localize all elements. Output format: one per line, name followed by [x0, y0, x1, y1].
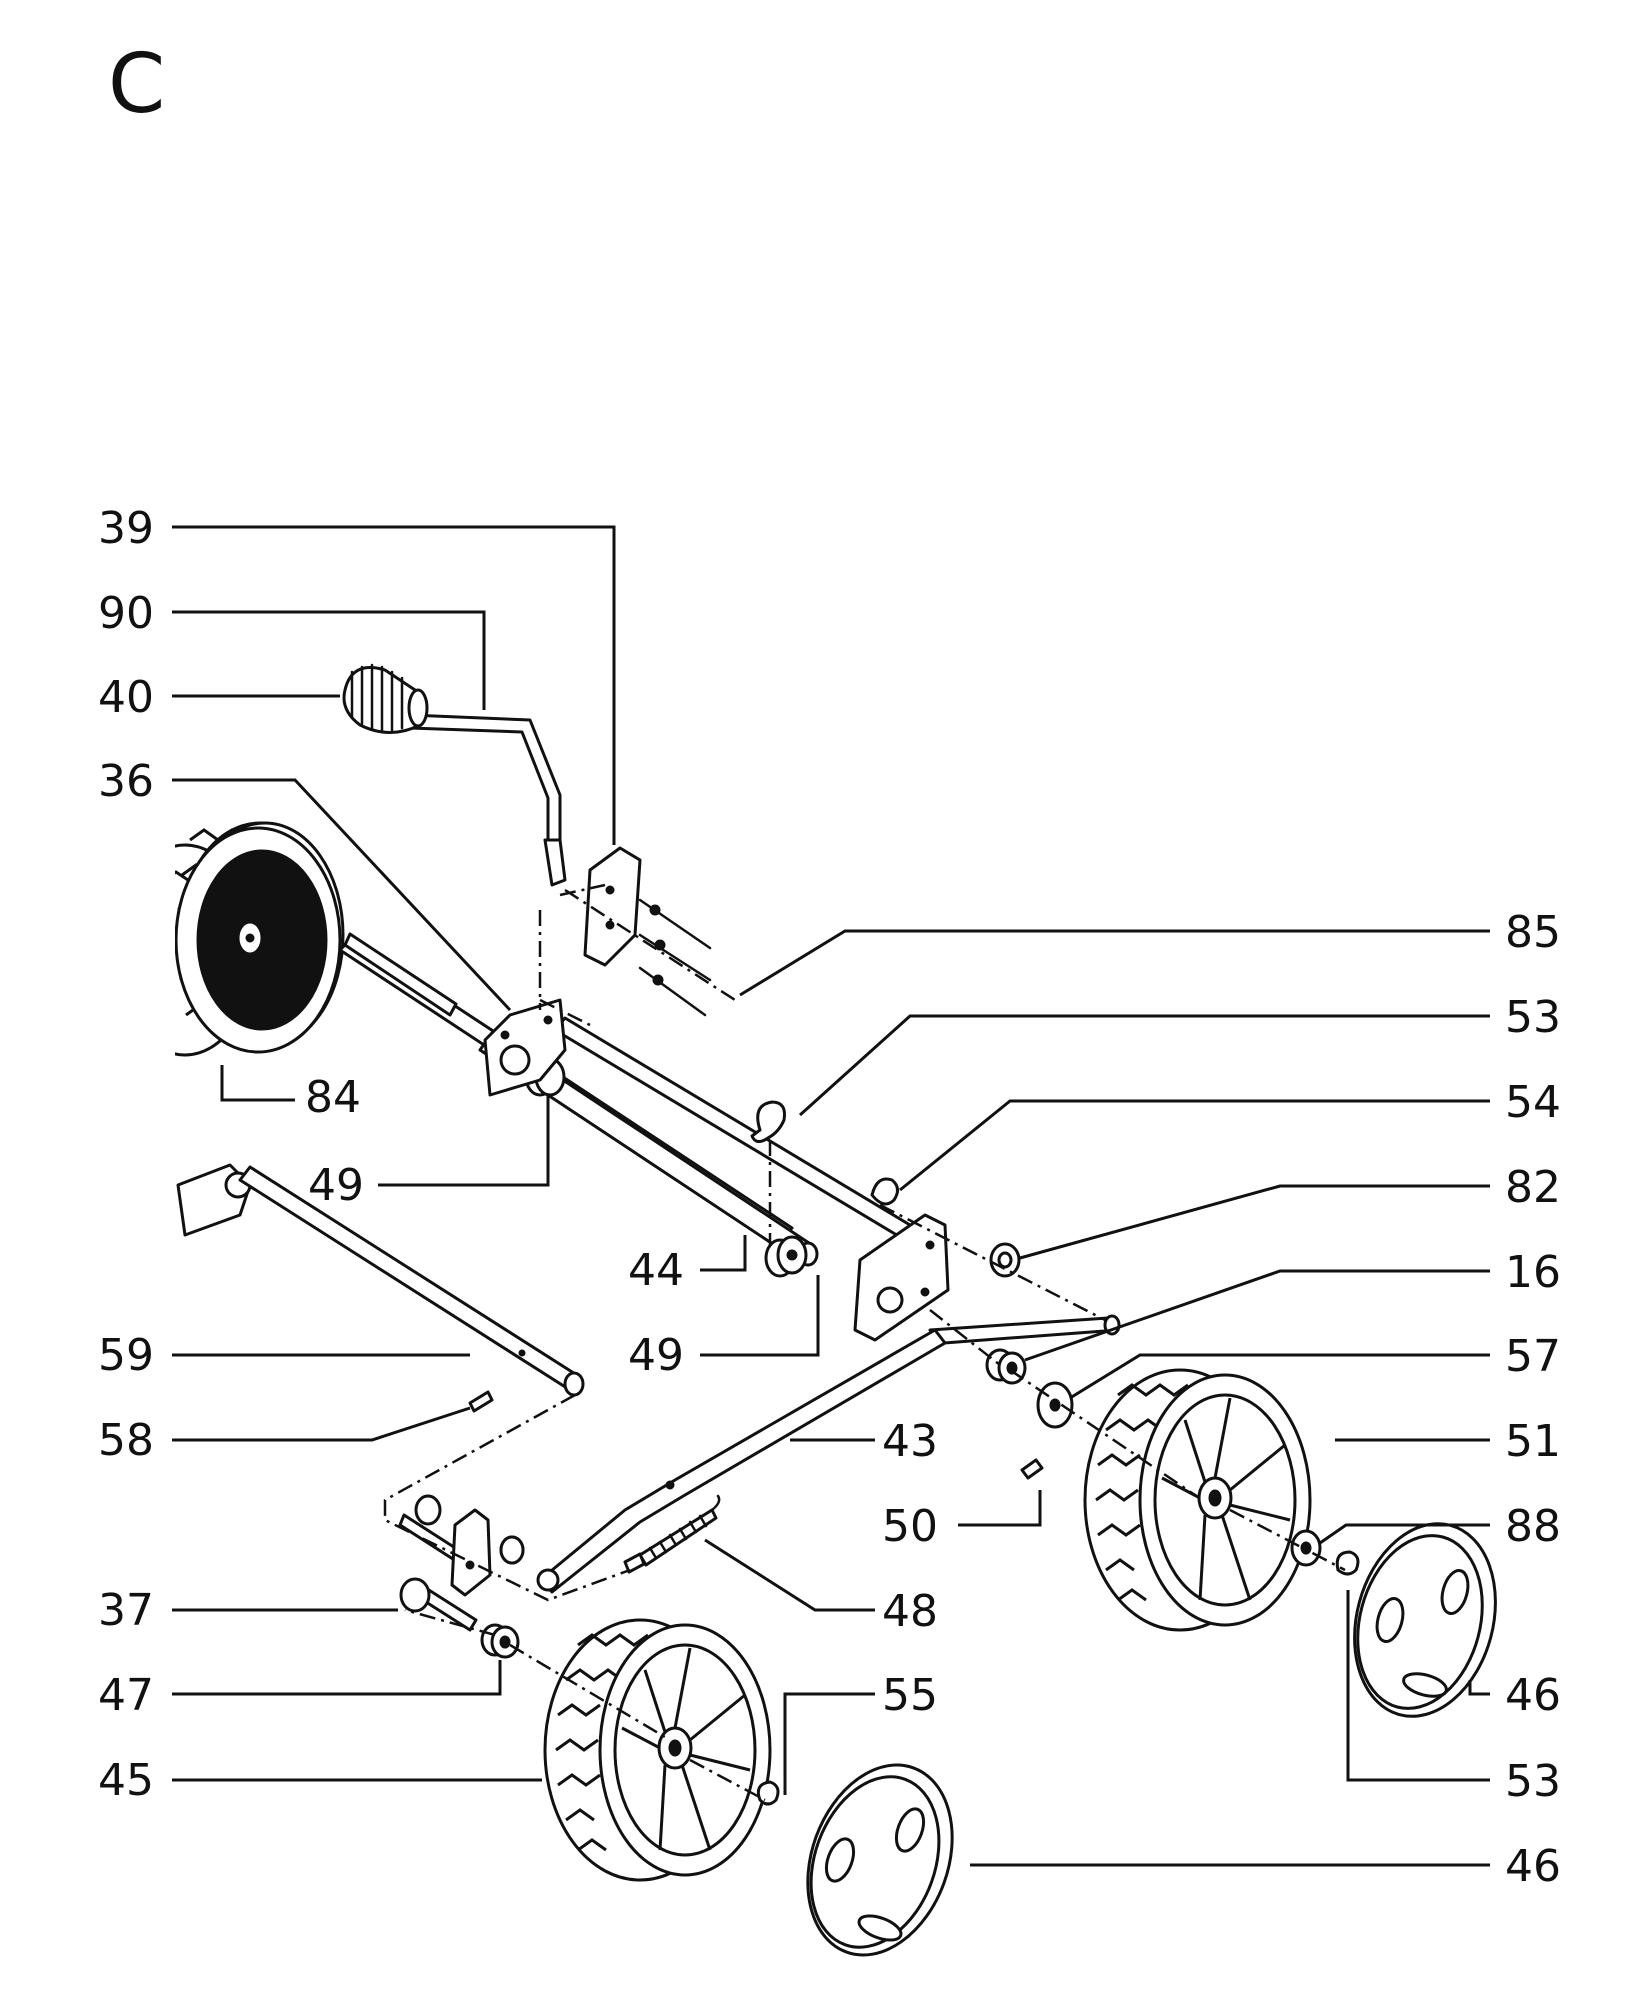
hub-cap-46-front: [806, 1763, 954, 1957]
clip-55: [756, 1780, 780, 1806]
knob-40: [342, 663, 429, 734]
wheel-51: [1083, 1368, 1312, 1632]
callout-54: 54: [1505, 1077, 1561, 1128]
height-lever-90: [408, 713, 567, 887]
bearing-47: [480, 1623, 520, 1659]
screws-85: [638, 898, 712, 1017]
section-letter: C: [108, 37, 165, 132]
callout-43: 43: [882, 1416, 938, 1467]
callout-labels: 39 90 40 36 84 49 44 49 59 58 37 47 45 8…: [98, 503, 1561, 1892]
callout-36: 36: [98, 756, 154, 807]
key-50: [1020, 1458, 1044, 1480]
callout-45: 45: [98, 1755, 154, 1806]
clip-53-upper: [750, 1100, 786, 1143]
callout-49-upper: 49: [308, 1160, 364, 1211]
callout-82: 82: [1505, 1162, 1561, 1213]
washer-37: [499, 1535, 525, 1565]
clip-54: [870, 1177, 899, 1206]
callout-57: 57: [1505, 1331, 1561, 1382]
callout-59: 59: [98, 1330, 154, 1381]
callout-85: 85: [1505, 907, 1561, 958]
spring-48: [623, 1494, 721, 1574]
callout-48: 48: [882, 1586, 938, 1637]
pin-58: [468, 1390, 494, 1413]
front-linkage-43: [536, 1314, 1121, 1594]
callout-16: 16: [1505, 1247, 1561, 1298]
callout-46-front: 46: [1505, 1841, 1561, 1892]
callout-55: 55: [882, 1670, 938, 1721]
callout-58: 58: [98, 1415, 154, 1466]
plate-39: [583, 846, 642, 967]
callout-46-right: 46: [1505, 1670, 1561, 1721]
wheel-45: [543, 1618, 772, 1882]
front-axle-59: [238, 1165, 585, 1397]
leader-lines: [172, 525, 1490, 1867]
clip-53-lower: [1335, 1550, 1360, 1576]
washer-88: [1290, 1529, 1322, 1567]
callout-40: 40: [98, 672, 154, 723]
callout-50: 50: [882, 1501, 938, 1552]
bushing-49-lower: [764, 1235, 808, 1278]
assembly-lines: [383, 883, 1346, 1802]
bracket-right: [853, 1213, 950, 1342]
callout-47: 47: [98, 1670, 154, 1721]
callout-44: 44: [628, 1245, 684, 1296]
bearing-57: [985, 1348, 1027, 1385]
bracket-37: [398, 1494, 525, 1632]
callout-49-lower: 49: [628, 1330, 684, 1381]
callout-90: 90: [98, 588, 154, 639]
callout-88: 88: [1505, 1501, 1561, 1552]
callout-53-lower: 53: [1505, 1756, 1561, 1807]
bracket-36: [483, 998, 567, 1097]
handle-bracket: [176, 1163, 252, 1237]
callout-51: 51: [1505, 1416, 1561, 1467]
callout-39: 39: [98, 503, 154, 554]
washer-82: [989, 1242, 1021, 1278]
hub-cap-46-right: [1353, 1522, 1497, 1718]
washer-16: [1036, 1381, 1074, 1429]
rear-left-wheel: [175, 821, 345, 1057]
callout-37: 37: [98, 1585, 154, 1636]
callout-53-upper: 53: [1505, 992, 1561, 1043]
callout-84: 84: [305, 1072, 361, 1123]
